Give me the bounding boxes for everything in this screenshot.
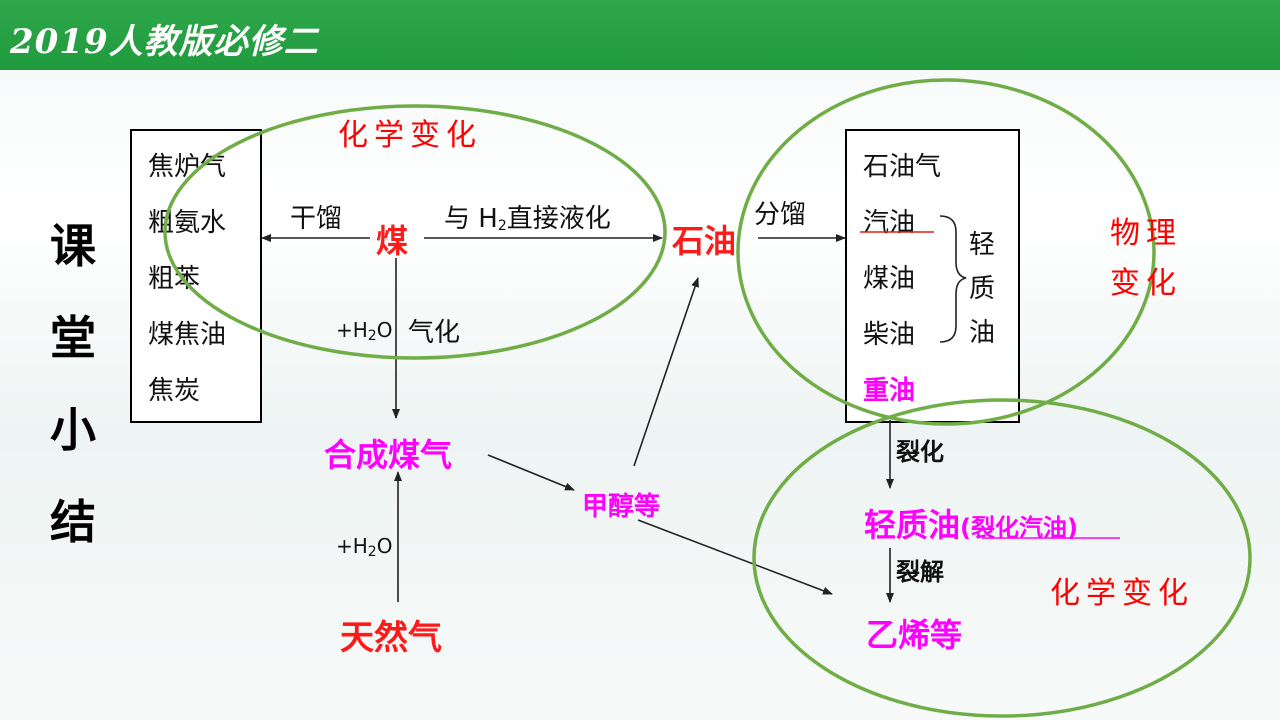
fraction-item: 石油气 (863, 152, 942, 182)
ellipse-petroleum-physical (736, 78, 1156, 426)
ellipse-coal-chemical (163, 104, 667, 360)
h2o-prefix: +H (336, 318, 368, 342)
arrow-methanol-to-petroleum (633, 277, 699, 467)
arrow-syngas-to-methanol (487, 454, 575, 491)
fraction-item: 煤油 (863, 264, 916, 294)
side-title: 课 堂 小 结 (38, 200, 108, 568)
light-oil-brace (939, 215, 967, 343)
node-light-oil: 轻质油(裂化汽油) (864, 500, 1078, 546)
liquefaction-sub: 2 (497, 218, 507, 234)
fraction-item: 柴油 (863, 320, 916, 350)
node-coal: 煤 (376, 222, 409, 260)
h2o-sub: 2 (367, 328, 377, 344)
ellipse-cracking-chemical (752, 398, 1252, 718)
arrow-methanol-to-ethylene (637, 519, 833, 595)
side-title-char: 堂 (50, 311, 96, 365)
light-oil-brace-label: 轻质油 (969, 230, 996, 348)
label-natgas-h2o: +H2O (336, 534, 392, 560)
label-liquefaction: 与 H2直接液化 (444, 198, 611, 235)
header-title: 2019人教版必修二 (10, 22, 319, 62)
cracked-gasoline-label: (裂化汽油) (960, 514, 1078, 542)
node-ethylene: 乙烯等 (866, 616, 963, 654)
region-label-physical-1: 物理 (1110, 216, 1182, 251)
label-gasification: 气化 (408, 318, 461, 348)
coal-product-item: 煤焦油 (148, 320, 227, 350)
liquefaction-suffix: 直接液化 (506, 204, 611, 234)
region-label-chemical-1: 化学变化 (338, 118, 482, 153)
side-title-char: 结 (50, 495, 96, 549)
node-natural-gas: 天然气 (340, 618, 442, 658)
label-gasification-h2o: +H2O (336, 318, 392, 344)
side-title-char: 课 (50, 219, 96, 273)
label-pyrolysis: 裂解 (896, 558, 944, 586)
h2o-prefix: +H (336, 534, 368, 558)
light-oil-label: 轻质油 (864, 506, 961, 544)
h2o-suffix: O (376, 318, 393, 342)
h2o-suffix: O (376, 534, 393, 558)
label-fractional-distillation: 分馏 (754, 200, 807, 230)
node-syngas: 合成煤气 (324, 436, 453, 474)
liquefaction-prefix: 与 H (444, 204, 498, 234)
region-label-physical-2: 变化 (1110, 266, 1182, 301)
node-methanol: 甲醇等 (582, 492, 661, 522)
side-title-char: 小 (50, 403, 96, 457)
region-label-chemical-2: 化学变化 (1050, 576, 1194, 611)
petroleum-fractions-box: 石油气 汽油 煤油 柴油 重油 轻质油 (845, 129, 1020, 423)
label-cracking: 裂化 (896, 438, 944, 466)
coal-product-item: 焦炭 (148, 376, 201, 406)
fraction-item: 汽油 (863, 208, 916, 238)
coal-product-item: 粗氨水 (148, 208, 227, 238)
node-petroleum: 石油 (672, 222, 737, 260)
h2o-sub: 2 (367, 544, 377, 560)
label-dry-distillation: 干馏 (290, 204, 343, 234)
header-bar: 2019人教版必修二 (0, 0, 1280, 70)
heavy-oil-item: 重油 (863, 376, 916, 406)
